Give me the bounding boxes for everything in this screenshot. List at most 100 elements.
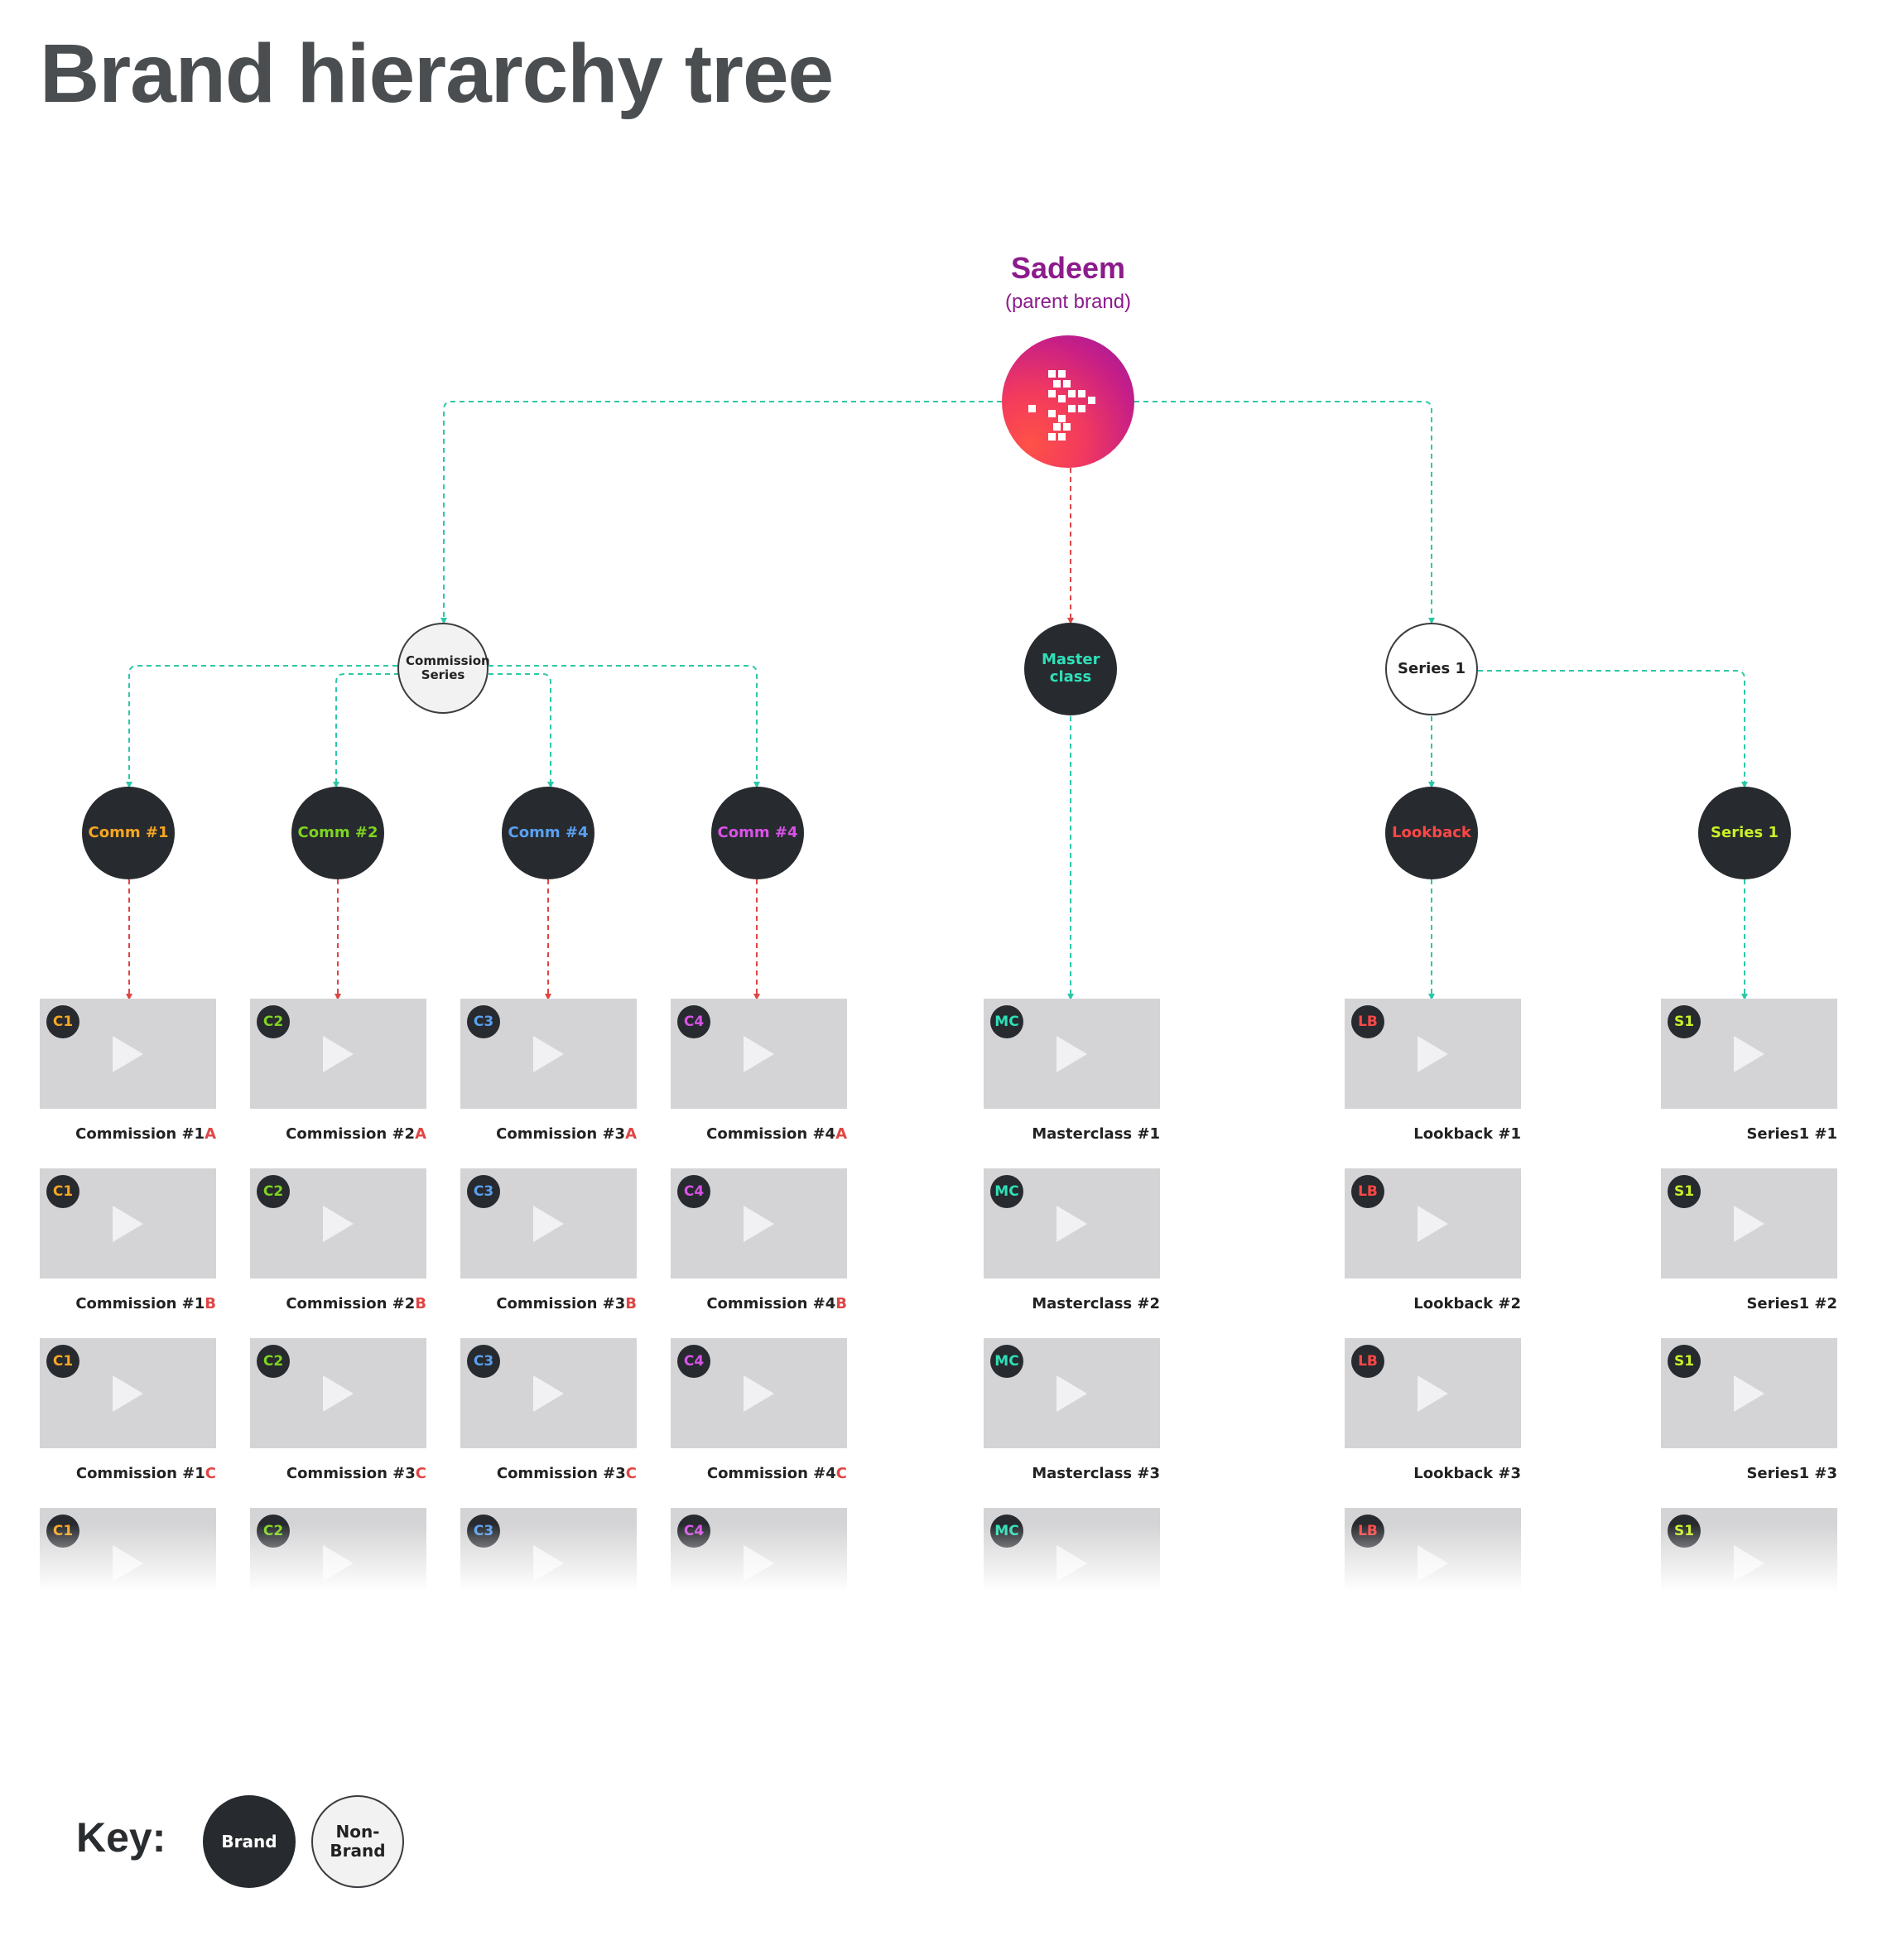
play-icon[interactable] bbox=[1418, 1545, 1448, 1582]
video-variant-suffix: A bbox=[625, 1125, 637, 1143]
video-thumbnail[interactable]: S1 bbox=[1661, 1508, 1837, 1599]
play-icon[interactable] bbox=[323, 1545, 354, 1582]
play-icon[interactable] bbox=[1057, 1036, 1087, 1072]
video-thumbnail[interactable]: C1 bbox=[40, 1168, 216, 1279]
series-badge: S1 bbox=[1668, 1175, 1701, 1208]
video-caption: Commission #3C bbox=[460, 1465, 637, 1482]
video-thumbnail[interactable]: MC bbox=[984, 999, 1160, 1109]
video-thumbnail[interactable]: C2 bbox=[250, 1338, 426, 1448]
play-icon[interactable] bbox=[1418, 1206, 1448, 1242]
video-thumbnail[interactable]: C3 bbox=[460, 999, 637, 1109]
video-caption: Series1 #2 bbox=[1661, 1295, 1837, 1312]
series-badge: MC bbox=[990, 1175, 1023, 1208]
video-thumbnail[interactable]: C3 bbox=[460, 1168, 637, 1279]
video-title: Commission #3 bbox=[496, 1295, 626, 1312]
play-icon[interactable] bbox=[744, 1206, 774, 1242]
video-title: Lookback #3 bbox=[1413, 1465, 1521, 1482]
play-icon[interactable] bbox=[1734, 1545, 1764, 1582]
parent-brand-subtitle: (parent brand) bbox=[1004, 291, 1132, 313]
link-parent-commission bbox=[440, 401, 1002, 624]
node-comm4b[interactable]: Comm #4 bbox=[711, 787, 804, 879]
video-thumbnail[interactable]: LB bbox=[1345, 1168, 1521, 1279]
play-icon[interactable] bbox=[533, 1036, 564, 1072]
node-label: Series 1 bbox=[1398, 659, 1466, 677]
play-icon[interactable] bbox=[1734, 1375, 1764, 1412]
series-badge: S1 bbox=[1668, 1345, 1701, 1378]
key-brand-label: Brand bbox=[221, 1831, 277, 1852]
parent-brand-logo[interactable] bbox=[1002, 335, 1134, 468]
video-thumbnail[interactable]: C3 bbox=[460, 1508, 637, 1599]
link-s1-series1b bbox=[1478, 670, 1748, 788]
series-badge: LB bbox=[1351, 1345, 1384, 1378]
video-title: Commission #4 bbox=[706, 1125, 836, 1143]
node-series1[interactable]: Series 1 bbox=[1385, 623, 1478, 715]
node-lookback[interactable]: Lookback bbox=[1385, 787, 1478, 879]
node-commission-series[interactable]: Commission Series bbox=[397, 623, 490, 714]
video-thumbnail[interactable]: S1 bbox=[1661, 999, 1837, 1109]
node-comm1[interactable]: Comm #1 bbox=[82, 787, 175, 879]
video-thumbnail[interactable]: C4 bbox=[671, 1168, 847, 1279]
video-thumbnail[interactable]: MC bbox=[984, 1338, 1160, 1448]
play-icon[interactable] bbox=[1418, 1036, 1448, 1072]
video-thumbnail[interactable]: S1 bbox=[1661, 1338, 1837, 1448]
sadeem-logo-icon bbox=[1028, 370, 1095, 441]
video-thumbnail[interactable]: C2 bbox=[250, 1168, 426, 1279]
node-series1-brand[interactable]: Series 1 bbox=[1698, 787, 1791, 879]
video-caption: Commission #4B bbox=[671, 1295, 847, 1312]
play-icon[interactable] bbox=[113, 1545, 143, 1582]
video-thumbnail[interactable]: C1 bbox=[40, 999, 216, 1109]
play-icon[interactable] bbox=[113, 1206, 143, 1242]
play-icon[interactable] bbox=[744, 1036, 774, 1072]
play-icon[interactable] bbox=[533, 1206, 564, 1242]
video-thumbnail[interactable]: C2 bbox=[250, 1508, 426, 1599]
play-icon[interactable] bbox=[323, 1206, 354, 1242]
node-label: Commission Series bbox=[406, 653, 490, 682]
play-icon[interactable] bbox=[1057, 1206, 1087, 1242]
play-icon[interactable] bbox=[1057, 1375, 1087, 1412]
play-icon[interactable] bbox=[533, 1375, 564, 1412]
play-icon[interactable] bbox=[113, 1375, 143, 1412]
video-caption: Lookback #2 bbox=[1345, 1295, 1521, 1312]
video-variant-suffix: A bbox=[835, 1125, 847, 1143]
series-badge: C1 bbox=[46, 1515, 79, 1548]
play-icon[interactable] bbox=[1734, 1206, 1764, 1242]
video-variant-suffix: C bbox=[835, 1465, 847, 1482]
node-masterclass[interactable]: Master class bbox=[1024, 623, 1117, 715]
video-caption: Commission #2B bbox=[250, 1295, 426, 1312]
video-thumbnail[interactable]: C3 bbox=[460, 1338, 637, 1448]
video-thumbnail[interactable]: LB bbox=[1345, 1508, 1521, 1599]
node-label: Comm #4 bbox=[508, 823, 589, 841]
play-icon[interactable] bbox=[323, 1036, 354, 1072]
play-icon[interactable] bbox=[744, 1375, 774, 1412]
play-icon[interactable] bbox=[1418, 1375, 1448, 1412]
node-comm2[interactable]: Comm #2 bbox=[291, 787, 384, 879]
play-icon[interactable] bbox=[744, 1545, 774, 1582]
play-icon[interactable] bbox=[113, 1036, 143, 1072]
video-thumbnail[interactable]: MC bbox=[984, 1168, 1160, 1279]
video-title: Series1 #3 bbox=[1746, 1465, 1837, 1482]
series-badge: C2 bbox=[257, 1005, 290, 1038]
video-variant-suffix: B bbox=[835, 1295, 847, 1312]
video-thumbnail[interactable]: C4 bbox=[671, 1508, 847, 1599]
video-thumbnail[interactable]: C4 bbox=[671, 1338, 847, 1448]
video-variant-suffix: C bbox=[625, 1465, 637, 1482]
video-thumbnail[interactable]: S1 bbox=[1661, 1168, 1837, 1279]
play-icon[interactable] bbox=[533, 1545, 564, 1582]
video-thumbnail[interactable]: LB bbox=[1345, 999, 1521, 1109]
series-badge: C1 bbox=[46, 1345, 79, 1378]
parent-brand-name: Sadeem bbox=[1010, 251, 1126, 285]
series-badge: MC bbox=[990, 1005, 1023, 1038]
video-thumbnail[interactable]: C4 bbox=[671, 999, 847, 1109]
node-comm4a[interactable]: Comm #4 bbox=[502, 787, 594, 879]
play-icon[interactable] bbox=[323, 1375, 354, 1412]
video-thumbnail[interactable]: C2 bbox=[250, 999, 426, 1109]
video-title: Lookback #2 bbox=[1413, 1295, 1521, 1312]
node-label: Series 1 bbox=[1711, 823, 1779, 841]
video-thumbnail[interactable]: MC bbox=[984, 1508, 1160, 1599]
video-thumbnail[interactable]: C1 bbox=[40, 1338, 216, 1448]
play-icon[interactable] bbox=[1057, 1545, 1087, 1582]
video-thumbnail[interactable]: C1 bbox=[40, 1508, 216, 1599]
video-thumbnail[interactable]: LB bbox=[1345, 1338, 1521, 1448]
play-icon[interactable] bbox=[1734, 1036, 1764, 1072]
series-badge: LB bbox=[1351, 1005, 1384, 1038]
